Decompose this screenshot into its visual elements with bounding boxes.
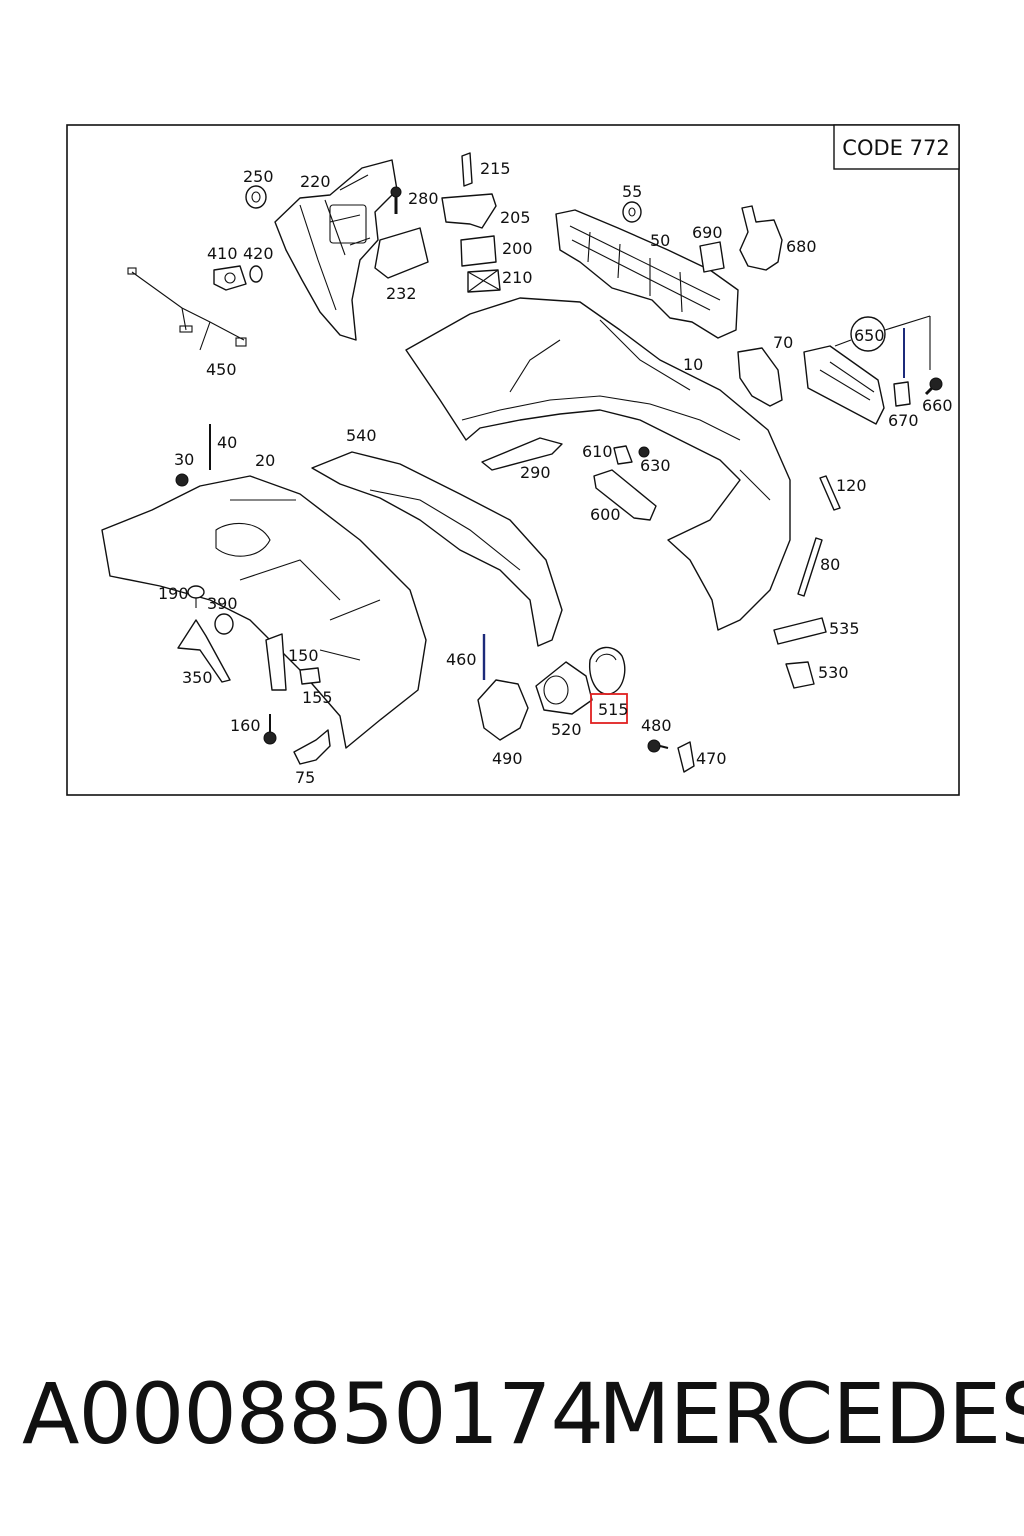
- part-155-clip: [299, 667, 321, 685]
- callout-10: 10: [683, 355, 703, 374]
- part-515-seal: [589, 646, 626, 695]
- part-232-plate: [374, 227, 429, 279]
- callout-155: 155: [302, 688, 333, 707]
- callout-30: 30: [174, 450, 194, 469]
- part-530-module: [785, 661, 815, 689]
- part-120-strip: [819, 475, 841, 511]
- part-630-screw: [638, 446, 650, 458]
- part-470-clip: [677, 741, 695, 773]
- callout-690: 690: [692, 223, 723, 242]
- part-75-bracket: [293, 729, 331, 765]
- part-20-lower-bumper: [101, 475, 427, 749]
- callout-520: 520: [551, 720, 582, 739]
- part-610-clip: [613, 445, 633, 465]
- part-80-strip: [797, 537, 823, 597]
- callout-70: 70: [773, 333, 793, 352]
- part-220-bracket: [274, 159, 398, 341]
- callout-420: 420: [243, 244, 274, 263]
- diagram-frame: [66, 124, 960, 796]
- callout-540: 540: [346, 426, 377, 445]
- callout-232: 232: [386, 284, 417, 303]
- callout-460: 460: [446, 650, 477, 669]
- callout-480: 480: [641, 716, 672, 735]
- callout-530: 530: [818, 663, 849, 682]
- callout-515: 515: [598, 700, 629, 719]
- callout-630: 630: [640, 456, 671, 475]
- callout-680: 680: [786, 237, 817, 256]
- code-label: CODE 772: [842, 136, 949, 160]
- callout-190: 190: [158, 584, 189, 603]
- part-680-bracket: [739, 205, 783, 271]
- part-410-sensor: [213, 265, 247, 291]
- part-390-nut: [214, 613, 234, 635]
- part-10-bumper-cover: [405, 297, 791, 631]
- part-350-bracket: [177, 619, 231, 683]
- callout-215: 215: [480, 159, 511, 178]
- part-690-block: [699, 241, 725, 273]
- part-520-housing: [535, 661, 593, 715]
- part-250-grommet: [245, 185, 267, 209]
- part-450-wiring: [127, 267, 247, 351]
- part-540-diffuser: [311, 451, 563, 647]
- callout-150: 150: [288, 646, 319, 665]
- part-205-bracket: [441, 193, 497, 229]
- part-150-bracket: [265, 633, 287, 691]
- callout-290: 290: [520, 463, 551, 482]
- part-480-screw: [647, 739, 669, 753]
- part-670-clip: [893, 381, 911, 407]
- highlight-515: 515: [590, 693, 629, 724]
- callout-20: 20: [255, 451, 275, 470]
- callout-80: 80: [820, 555, 840, 574]
- callout-40: 40: [217, 433, 237, 452]
- callout-535: 535: [829, 619, 860, 638]
- part-650-plate-holder: [803, 315, 931, 425]
- callout-160: 160: [230, 716, 261, 735]
- part-30-clip: [175, 473, 189, 487]
- part-215-clip: [461, 152, 473, 187]
- part-200-plate: [460, 235, 497, 267]
- callout-470: 470: [696, 749, 727, 768]
- code-box: CODE 772: [833, 124, 960, 170]
- callout-55: 55: [622, 182, 642, 201]
- callouts: 250 220 215 280 205 200 210 232 410 420 …: [158, 159, 953, 787]
- callout-220: 220: [300, 172, 331, 191]
- callout-210: 210: [502, 268, 533, 287]
- callout-600: 600: [590, 505, 621, 524]
- part-70-bracket: [737, 347, 783, 407]
- part-280-screw: [390, 186, 402, 214]
- callout-670: 670: [888, 411, 919, 430]
- callout-350: 350: [182, 668, 213, 687]
- callout-205: 205: [500, 208, 531, 227]
- callout-410: 410: [207, 244, 238, 263]
- part-490-bracket: [477, 679, 529, 741]
- part-290-strip: [481, 437, 563, 471]
- part-600-bracket: [593, 469, 657, 521]
- callout-280: 280: [408, 189, 439, 208]
- callout-450: 450: [206, 360, 237, 379]
- callout-200: 200: [502, 239, 533, 258]
- callout-660: 660: [922, 396, 953, 415]
- part-210-insert: [467, 269, 501, 293]
- callout-120: 120: [836, 476, 867, 495]
- part-50-carrier: [555, 209, 739, 339]
- callout-75: 75: [295, 768, 315, 787]
- callout-490: 490: [492, 749, 523, 768]
- callout-610: 610: [582, 442, 613, 461]
- footer-part-number: A0008850174: [22, 1365, 604, 1463]
- part-160-screw: [263, 714, 277, 745]
- part-660-screw: [924, 377, 943, 396]
- part-420-ring: [249, 265, 263, 283]
- callout-250: 250: [243, 167, 274, 186]
- footer-brand: MERCEDES: [598, 1365, 1024, 1463]
- callout-50: 50: [650, 231, 670, 250]
- callout-390: 390: [207, 594, 238, 613]
- part-55-nut: [622, 201, 642, 223]
- callout-650: 650: [854, 326, 885, 345]
- part-190-clip: [187, 585, 205, 608]
- part-535-bracket: [773, 617, 827, 645]
